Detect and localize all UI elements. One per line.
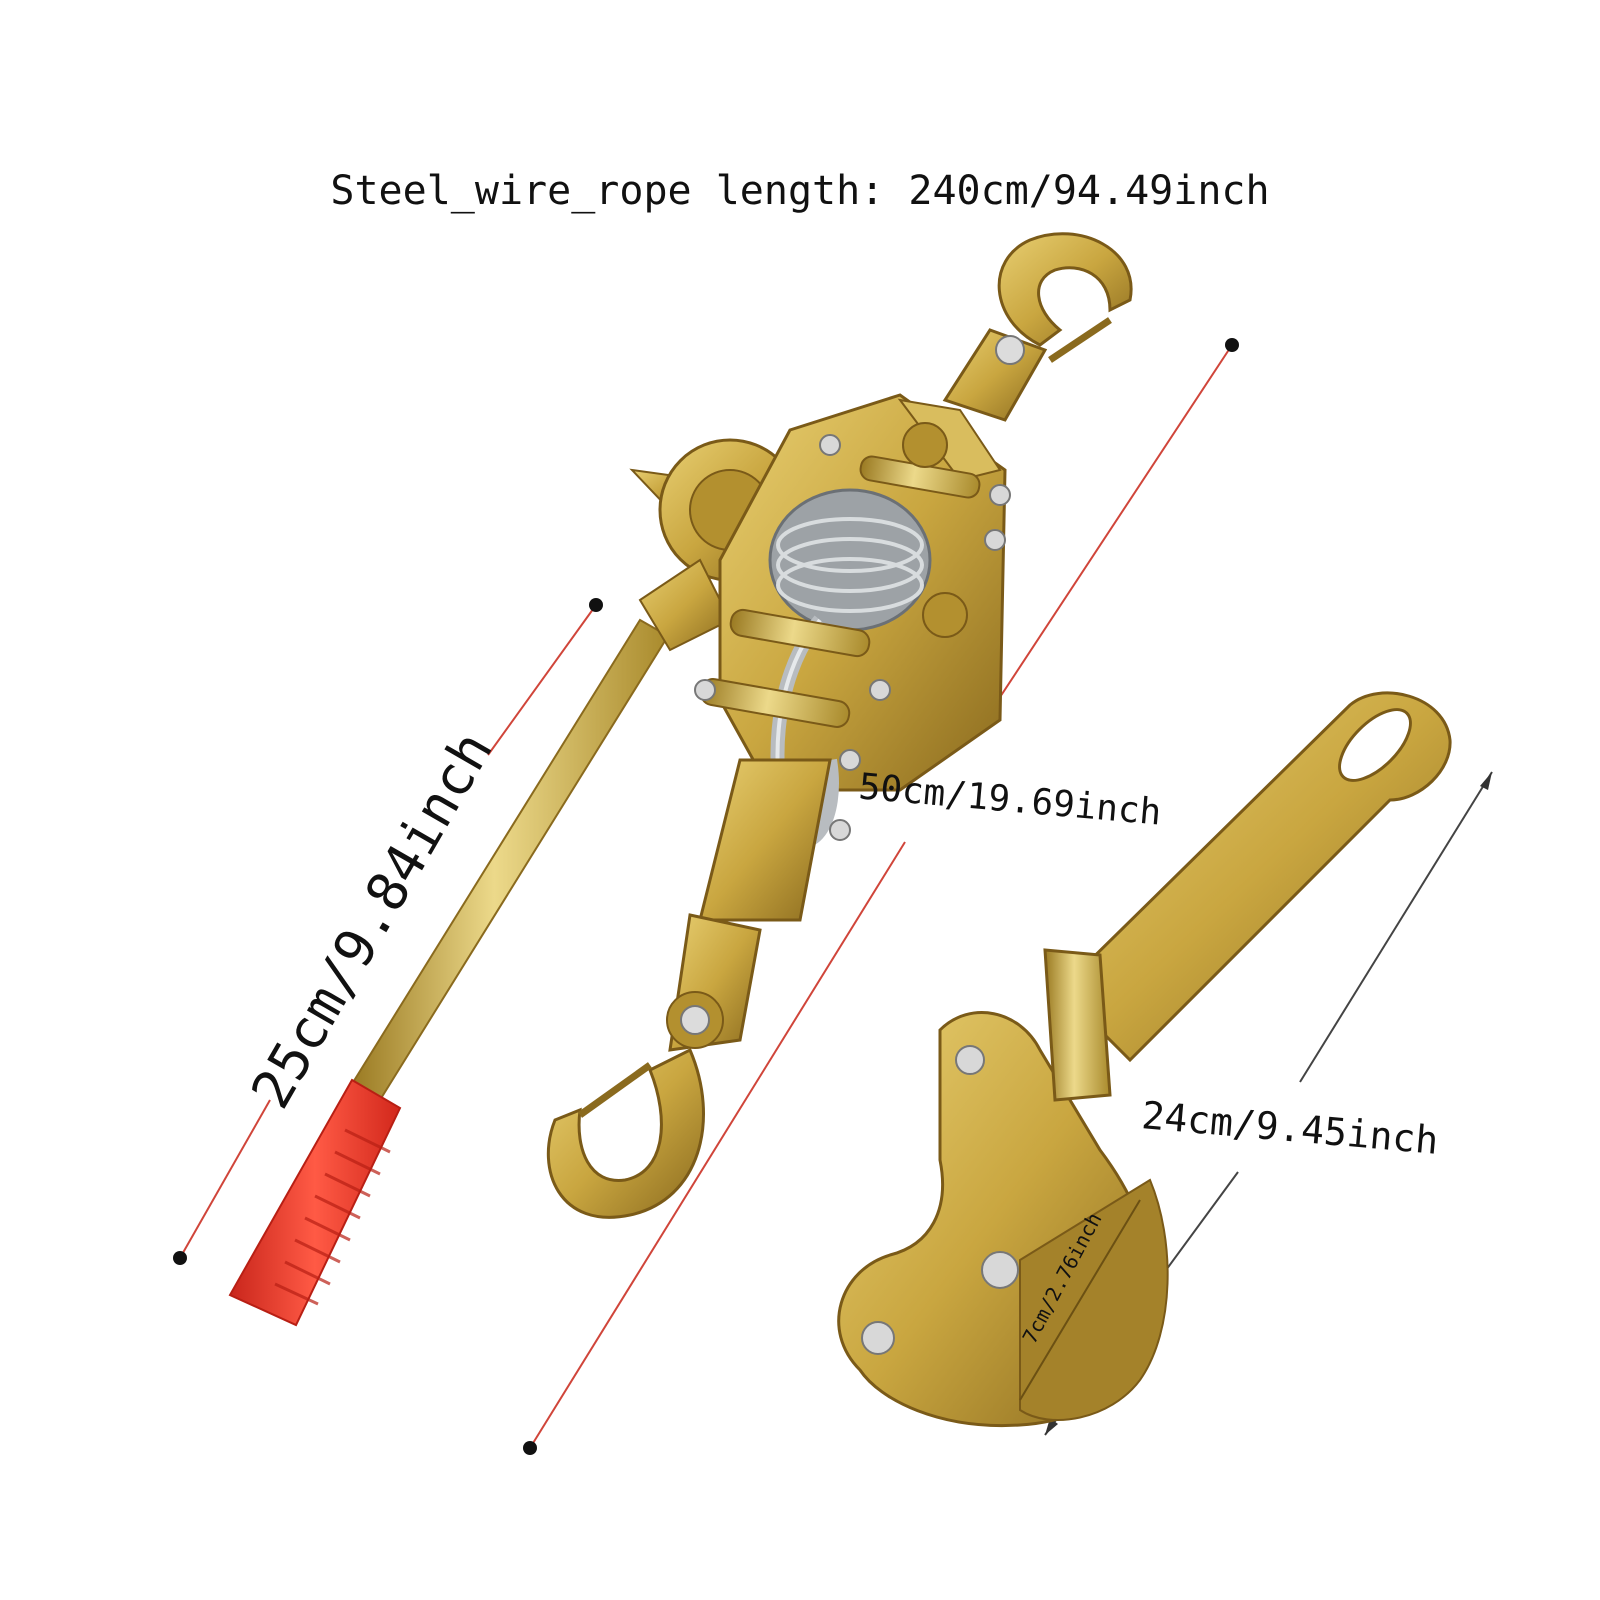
cable-grip: [837, 691, 1452, 1428]
bottom-hook: [546, 913, 762, 1219]
puller-handle: [228, 618, 670, 1327]
wire-rope-length-label: Steel_wire_rope length: 240cm/94.49inch: [330, 168, 1270, 214]
top-hook: [942, 232, 1133, 422]
dimension-line-handle: [173, 598, 603, 1265]
ratchet-body: [629, 393, 1011, 922]
dimension-line-overall: [523, 338, 1239, 1455]
